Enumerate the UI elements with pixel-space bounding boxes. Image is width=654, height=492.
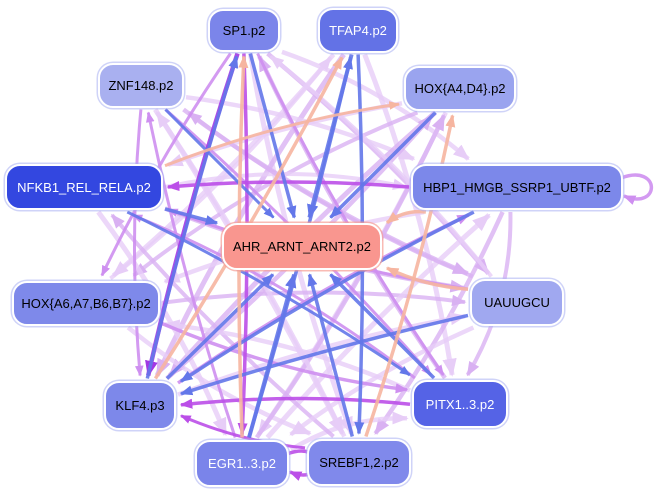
node-label: HBP1_HMGB_SSRP1_UBTF.p2	[423, 179, 611, 195]
node-tfap4[interactable]: TFAP4.p2	[318, 7, 398, 53]
edge-znf148-hbp1	[185, 94, 416, 162]
edge-uauugcu-egr1	[289, 325, 475, 437]
node-hox_a6_b7[interactable]: HOX{A6,A7,B6,B7}.p2	[12, 280, 160, 326]
edge-hbp1-ahr	[385, 209, 427, 225]
edge-nfkb1-hox_a4_d4	[164, 101, 401, 168]
node-label: UAUUGCU	[484, 294, 550, 310]
edge-srebf-hox_a4_d4	[364, 114, 456, 438]
edge-klf4-tfap4	[153, 56, 344, 380]
edge-hox_a4_d4-ahr	[329, 111, 437, 219]
edge-hbp1-srebf	[373, 211, 505, 435]
edge-uauugcu-ahr	[385, 266, 469, 291]
edge-egr1-hbp1	[265, 213, 491, 440]
edge-znf148-klf4	[132, 109, 144, 377]
edge-hox_a6_b7-tfap4	[109, 56, 333, 281]
edge-klf4-ahr	[165, 273, 275, 380]
edge-pitx1-nfkb1	[131, 213, 416, 380]
node-label: PITX1..3.p2	[425, 396, 495, 412]
edge-uauugcu-klf4	[179, 313, 469, 396]
edge-egr1-hox_a4_d4	[254, 114, 447, 439]
node-label: KLF4.p3	[115, 397, 165, 413]
edge-hbp1-klf4	[179, 210, 475, 383]
edge-srebf-ahr	[307, 273, 354, 437]
node-uauugcu[interactable]: UAUUGCU	[470, 278, 564, 326]
node-klf4[interactable]: KLF4.p3	[104, 380, 176, 430]
edge-egr1-pitx1	[289, 411, 409, 452]
node-egr1[interactable]: EGR1..3.p2	[195, 439, 289, 487]
node-label: SP1.p2	[222, 22, 266, 38]
node-sp1[interactable]: SP1.p2	[208, 8, 280, 52]
edge-hbp1-hbp1	[620, 173, 654, 205]
node-hbp1[interactable]: HBP1_HMGB_SSRP1_UBTF.p2	[411, 164, 623, 210]
edge-egr1-znf148	[146, 111, 237, 438]
node-pitx1[interactable]: PITX1..3.p2	[412, 380, 508, 428]
node-znf148[interactable]: ZNF148.p2	[98, 62, 184, 108]
node-label: TFAP4.p2	[329, 22, 387, 38]
node-label: NFKB1_REL_RELA.p2	[17, 179, 151, 195]
edge-nfkb1-hbp1	[164, 172, 408, 190]
edge-hox_a6_b7-srebf	[126, 325, 312, 436]
node-label: HOX{A4,D4}.p2	[414, 80, 506, 96]
edge-srebf-znf148	[155, 111, 347, 438]
edge-pitx1-hox_a6_b7	[163, 319, 411, 393]
edge-sp1-ahr	[248, 53, 297, 219]
edge-pitx1-klf4	[179, 396, 411, 409]
node-ahr[interactable]: AHR_ARNT_ARNT2.p2	[222, 222, 382, 270]
edge-nfkb1-egr1	[96, 210, 229, 437]
node-label: AHR_ARNT_ARNT2.p2	[233, 238, 371, 254]
edge-hox_a6_b7-pitx1	[161, 321, 409, 394]
edge-nfkb1-pitx1	[126, 210, 411, 377]
node-label: EGR1..3.p2	[208, 455, 276, 471]
node-label: SREBF1,2.p2	[319, 454, 399, 470]
edge-sp1-hox_a6_b7	[100, 52, 232, 277]
node-label: ZNF148.p2	[108, 77, 174, 93]
node-srebf[interactable]: SREBF1,2.p2	[307, 438, 411, 486]
node-label: HOX{A6,A7,B6,B7}.p2	[21, 295, 151, 311]
node-hox_a4_d4[interactable]: HOX{A4,D4}.p2	[404, 65, 516, 111]
edge-pitx1-ahr	[329, 273, 436, 380]
edge-sp1-pitx1	[256, 52, 445, 376]
node-nfkb1[interactable]: NFKB1_REL_RELA.p2	[5, 164, 163, 210]
edge-uauugcu-znf148	[187, 110, 474, 279]
edge-klf4-sp1	[145, 55, 239, 379]
